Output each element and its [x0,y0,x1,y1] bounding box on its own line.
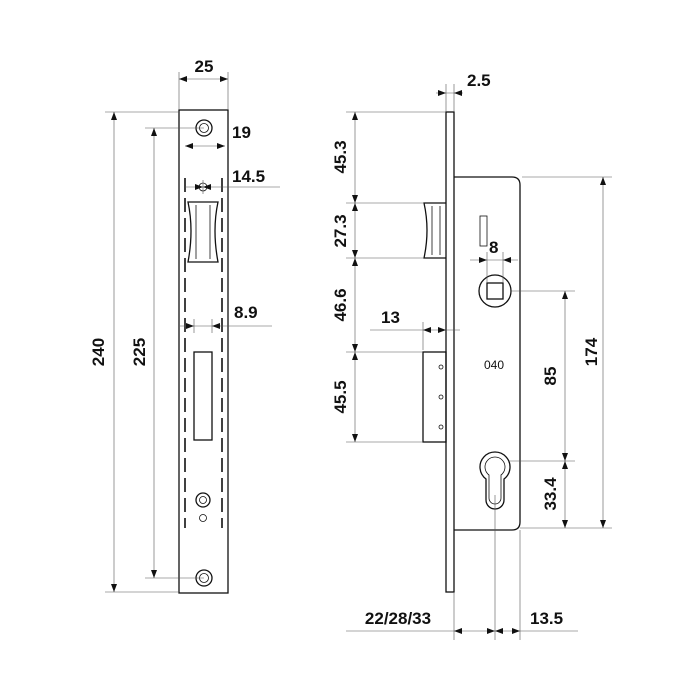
dim-left-chain: 45.3 27.3 46.6 45.5 [331,111,446,443]
dim-faceplate-thickness: 2.5 [436,71,491,112]
label-strike-width: 25 [195,57,214,76]
label-case-height: 174 [582,337,601,366]
dim-bottom-chain: 22/28/33 13.5 [346,495,578,640]
label-faceplate-thickness: 2.5 [467,71,491,90]
strike-small-hole-bottom [199,514,207,522]
spindle-square [486,282,504,300]
dim-strike-hole-spacing: 19 [185,123,251,149]
dim-case-height: 174 [522,176,612,529]
label-latch-offset: 45.3 [331,140,350,173]
label-strike-hole-distance: 225 [130,338,149,366]
model-number: 040 [484,358,504,372]
label-strike-slot-offset: 14.5 [232,167,265,186]
lock-deadbolt [422,351,447,443]
label-cylinder-to-back: 13.5 [530,609,563,628]
lock-small-slot [479,215,488,247]
label-bolt-height: 45.5 [331,380,350,413]
dim-strike-hole-distance: 225 [130,127,204,579]
label-strike-hole-spacing: 19 [232,123,251,142]
cylinder-hole [479,451,511,510]
label-latch-height: 27.3 [331,214,350,247]
label-spindle-to-cylinder: 85 [541,367,560,386]
dim-spindle-to-cylinder: 85 33.4 [509,290,575,529]
lock-latch [423,202,446,259]
lock-faceplate [445,111,455,593]
dim-strike-width: 25 [178,57,229,110]
dim-strike-slot-width: 8.9 [180,303,272,333]
strike-latch-opening [187,201,219,263]
label-strike-slot-width: 8.9 [234,303,258,322]
dim-strike-total-height: 240 [89,111,179,593]
strike-plate-outline [178,109,229,594]
spindle-hub [478,274,512,308]
strike-lower-screw-hole [195,492,211,508]
lock-case [454,176,521,531]
label-latch-to-bolt: 46.6 [331,288,350,321]
label-cylinder-to-bottom: 33.4 [541,477,560,511]
dim-spindle-size: 8 [470,238,518,283]
strike-plate [178,109,229,594]
dim-bolt-projection: 13 [370,308,460,350]
lock-body: 040 [422,111,521,593]
label-bolt-projection: 13 [381,308,400,327]
dim-strike-slot-offset: 14.5 [185,167,280,194]
label-strike-total-height: 240 [89,338,108,366]
label-backset: 22/28/33 [365,609,431,628]
strike-bolt-opening [193,351,213,441]
label-spindle-size: 8 [489,238,498,257]
